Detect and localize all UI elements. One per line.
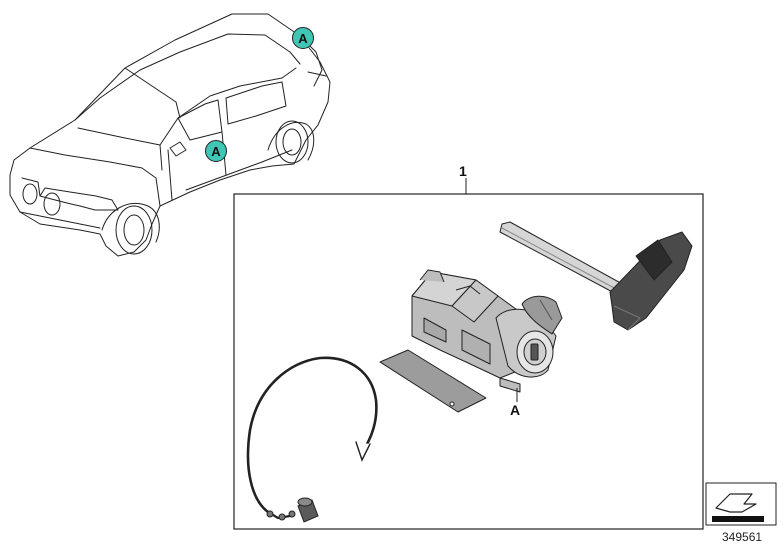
emergency-key-blade-icon bbox=[499, 221, 693, 331]
image-number: 349561 bbox=[722, 530, 763, 544]
catalog-reference-icon bbox=[705, 482, 777, 526]
cable-loop-icon bbox=[246, 356, 378, 523]
ignition-lock-cylinder-icon bbox=[411, 269, 563, 393]
item-number-label: 1 bbox=[459, 163, 467, 179]
vehicle-callout-door: A bbox=[205, 140, 227, 162]
gasket-plate-icon bbox=[379, 349, 487, 413]
part-a-label: A bbox=[510, 402, 521, 418]
vehicle-callout-rear: A bbox=[292, 27, 314, 49]
vehicle-outline-icon bbox=[9, 13, 331, 257]
assembly-frame bbox=[233, 193, 704, 530]
